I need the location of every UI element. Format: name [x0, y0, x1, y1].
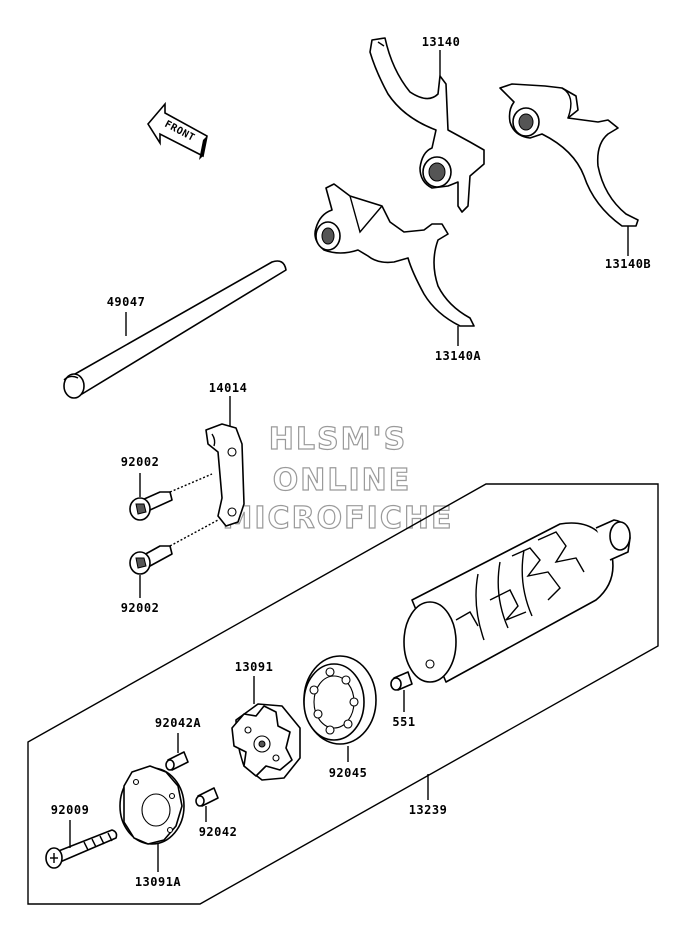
- shift-drum: [403, 519, 631, 683]
- stopper-plate-14014: [205, 423, 245, 527]
- bolt-92002-upper: [129, 473, 213, 521]
- shift-fork-13140: [369, 37, 485, 213]
- callout-92002-upper: 92002: [121, 455, 160, 469]
- callout-13091a: 13091A: [135, 875, 182, 889]
- watermark: HLSM'S ONLINE MICROFICHE: [222, 421, 454, 536]
- front-direction-arrow-icon: FRONT: [147, 101, 208, 160]
- callout-92042a: 92042A: [155, 716, 202, 730]
- callout-92002-lower: 92002: [121, 601, 160, 615]
- shift-fork-13140a: [314, 183, 475, 327]
- callout-13140a: 13140A: [435, 349, 482, 363]
- callout-13140: 13140: [422, 35, 461, 49]
- cam-plate-13091a: [119, 765, 185, 845]
- dowel-pin-92042: [195, 787, 219, 807]
- callout-13091: 13091: [235, 660, 274, 674]
- screw-92009: [45, 829, 118, 869]
- watermark-line-3: MICROFICHE: [223, 501, 454, 536]
- ball-bearing-92045: [303, 655, 377, 745]
- bolt-92002-lower: [129, 519, 219, 575]
- watermark-line-2: ONLINE: [273, 463, 412, 498]
- shift-fork-13140b: [499, 83, 639, 227]
- pin-551: [390, 671, 413, 691]
- dowel-pin-92042a: [165, 751, 189, 771]
- callout-92042: 92042: [199, 825, 238, 839]
- fork-shaft-49047: [63, 260, 287, 399]
- callout-92045: 92045: [329, 766, 368, 780]
- callout-49047: 49047: [107, 295, 146, 309]
- callout-14014: 14014: [209, 381, 248, 395]
- callout-13239: 13239: [409, 803, 448, 817]
- callout-13140b: 13140B: [605, 257, 651, 271]
- callout-551: 551: [392, 715, 415, 729]
- assembly-frame: [27, 483, 659, 905]
- shift-cam-13091: [231, 703, 301, 781]
- callout-92009: 92009: [51, 803, 90, 817]
- watermark-line-1: HLSM'S: [269, 422, 407, 457]
